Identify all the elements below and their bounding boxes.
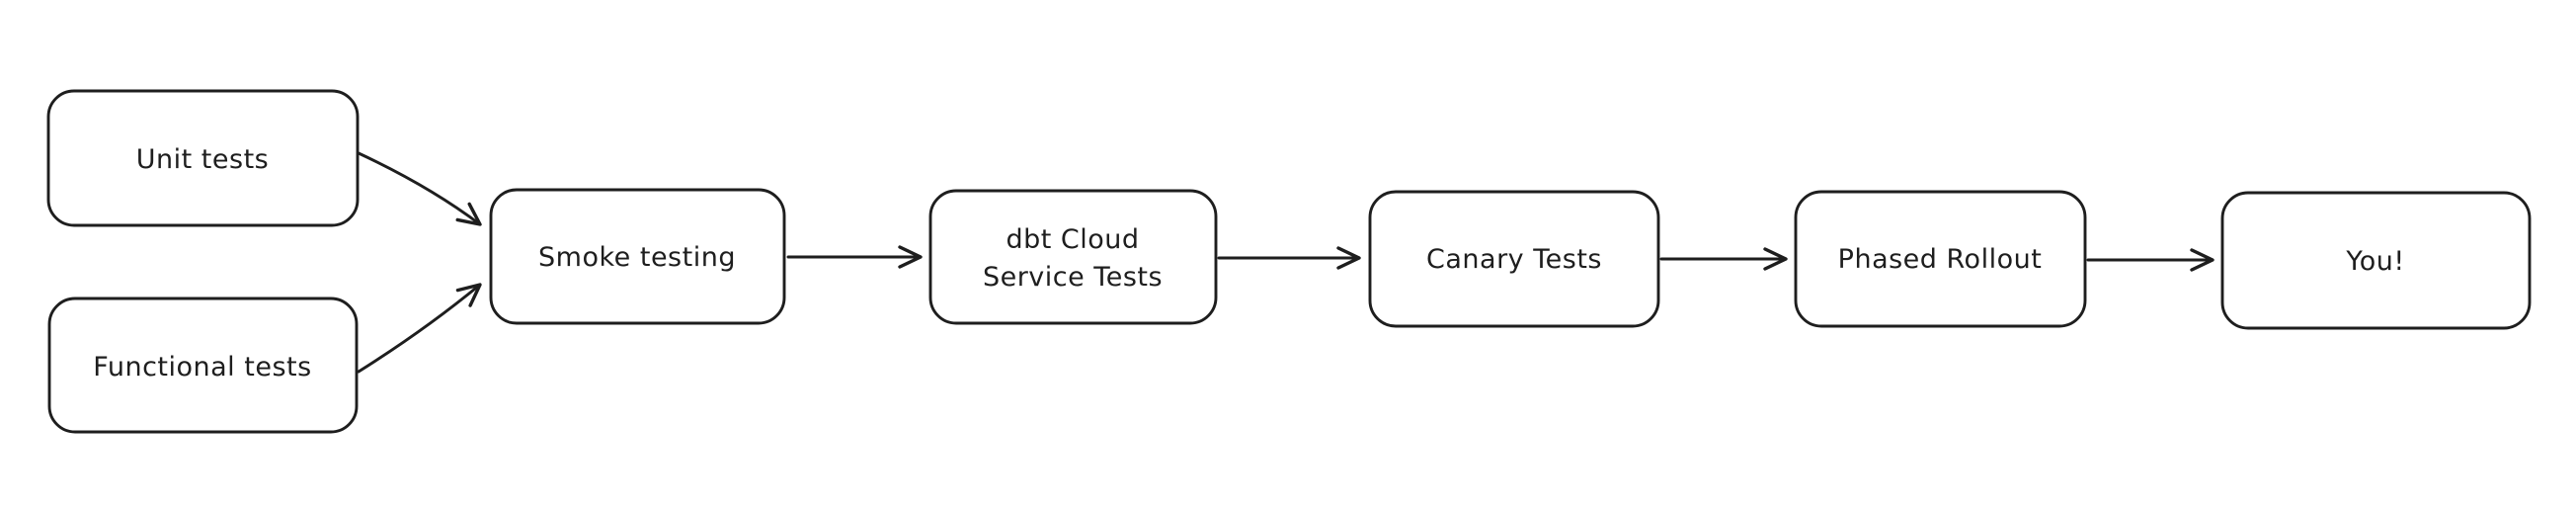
- node-canary-tests-box: [1368, 190, 1660, 328]
- node-you: You!: [2220, 191, 2532, 330]
- edge-functional-tests-to-smoke-testing: [357, 283, 482, 374]
- node-dbt-cloud-service-tests: dbt Cloud Service Tests: [928, 189, 1218, 325]
- node-phased-rollout-label: Phased Rollout: [1838, 244, 2043, 275]
- node-dbt-cloud-line2: Service Tests: [983, 262, 1163, 293]
- edge-unit-tests-to-smoke-testing: [357, 151, 482, 226]
- node-dbt-cloud-service-tests-box: [928, 189, 1218, 325]
- node-smoke-testing: Smoke testing: [489, 188, 786, 325]
- node-you-label: You!: [2345, 246, 2404, 277]
- node-functional-tests-label: Functional tests: [93, 352, 311, 382]
- node-smoke-testing-box: [489, 188, 786, 325]
- node-dbt-cloud-line1: dbt Cloud: [1006, 224, 1139, 255]
- node-unit-tests-label: Unit tests: [136, 144, 269, 175]
- node-canary-tests-label: Canary Tests: [1426, 244, 1602, 275]
- node-phased-rollout-box: [1794, 190, 2087, 328]
- node-you-box: [2220, 191, 2532, 330]
- node-phased-rollout: Phased Rollout: [1794, 190, 2087, 328]
- node-unit-tests-box: [46, 89, 360, 227]
- edges: [357, 151, 2214, 374]
- node-smoke-testing-label: Smoke testing: [538, 242, 736, 273]
- node-unit-tests: Unit tests: [46, 89, 360, 227]
- node-functional-tests: Functional tests: [47, 297, 359, 434]
- node-canary-tests: Canary Tests: [1368, 190, 1660, 328]
- node-functional-tests-box: [47, 297, 359, 434]
